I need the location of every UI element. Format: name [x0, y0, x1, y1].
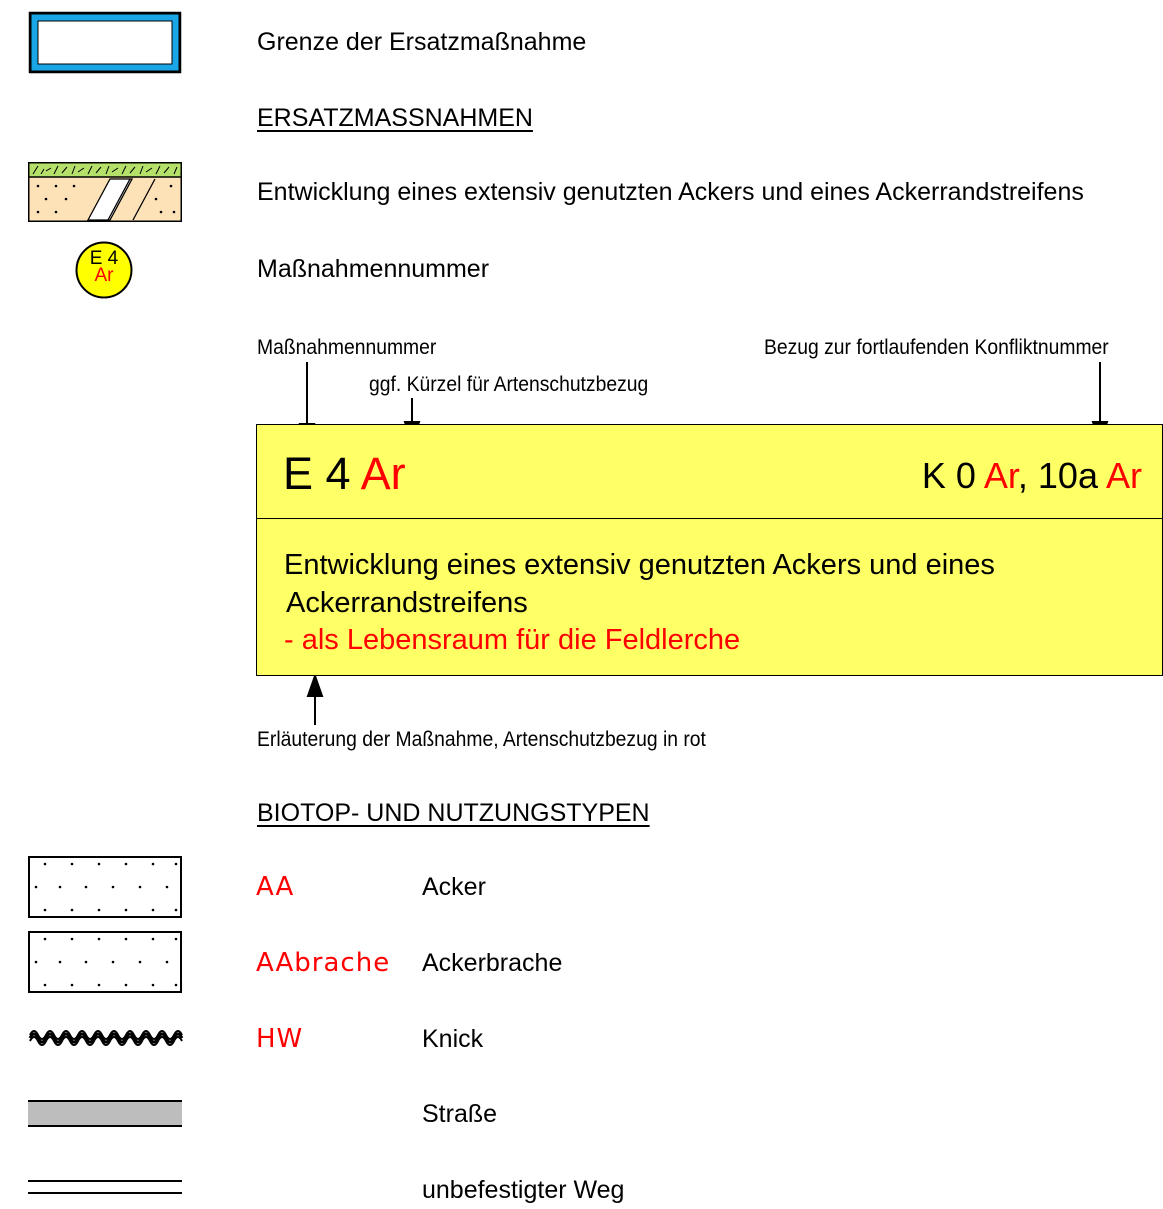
biotope-label-ackerbrache: Ackerbrache [422, 949, 563, 977]
box-measure-number: E 4 Ar [283, 451, 406, 496]
boundary-symbol [28, 11, 182, 74]
biotope-code-hw: HW [256, 1024, 304, 1054]
box-conflict-ar2: Ar [1106, 455, 1142, 496]
box-divider [257, 518, 1162, 519]
box-conflict-mid: , 10a [1017, 455, 1098, 496]
field-margin-hatch-symbol [28, 162, 182, 222]
unpaved-path-symbol [28, 1178, 182, 1198]
section-heading-biotop: BIOTOP- UND NUTZUNGSTYPEN [257, 799, 650, 827]
biotope-code-aabrache: AAbrache [256, 948, 391, 978]
callout-species: ggf. Kürzel für Artenschutzbezug [369, 373, 649, 396]
callout-number: Maßnahmennummer [257, 336, 437, 359]
measure-number-badge: E 4 Ar [75, 241, 133, 299]
section-heading-ersatz: ERSATZMASSNAHMEN [257, 104, 533, 132]
box-number-black: E 4 [283, 448, 351, 499]
box-desc-line1: Entwicklung eines extensiv genutzten Ack… [284, 549, 995, 581]
box-desc-species: - als Lebensraum für die Feldlerche [284, 624, 741, 656]
callout-description: Erläuterung der Maßnahme, Artenschutzbez… [257, 728, 706, 751]
knick-hedge-symbol [28, 1027, 184, 1049]
measure-number-label: Maßnahmennummer [257, 255, 490, 283]
badge-species-code: Ar [94, 265, 114, 286]
biotope-label-acker: Acker [422, 873, 486, 901]
ackerbrache-dots-symbol [28, 931, 182, 993]
box-desc-line2: Ackerrandstreifens [286, 587, 528, 619]
badge-number: E 4 [89, 248, 119, 269]
biotope-label-weg: unbefestigter Weg [422, 1176, 625, 1204]
measure-label: Entwicklung eines extensiv genutzten Ack… [257, 178, 1084, 206]
measure-explanation-box: E 4 Ar K 0 Ar, 10a Ar Entwicklung eines … [256, 424, 1163, 676]
callout-conflict: Bezug zur fortlaufenden Konfliktnummer [764, 336, 1109, 359]
biotope-label-strasse: Straße [422, 1100, 498, 1128]
biotope-label-knick: Knick [422, 1025, 484, 1053]
box-number-red: Ar [360, 448, 406, 499]
acker-dots-symbol [28, 856, 182, 918]
boundary-label: Grenze der Ersatzmaßnahme [257, 28, 587, 56]
box-conflict-ar1: Ar [983, 455, 1018, 496]
box-conflict-ref: K 0 Ar, 10a Ar [922, 458, 1142, 494]
biotope-code-aa: AA [256, 872, 295, 902]
box-conflict-k: K 0 [921, 455, 976, 496]
road-symbol [28, 1100, 182, 1128]
